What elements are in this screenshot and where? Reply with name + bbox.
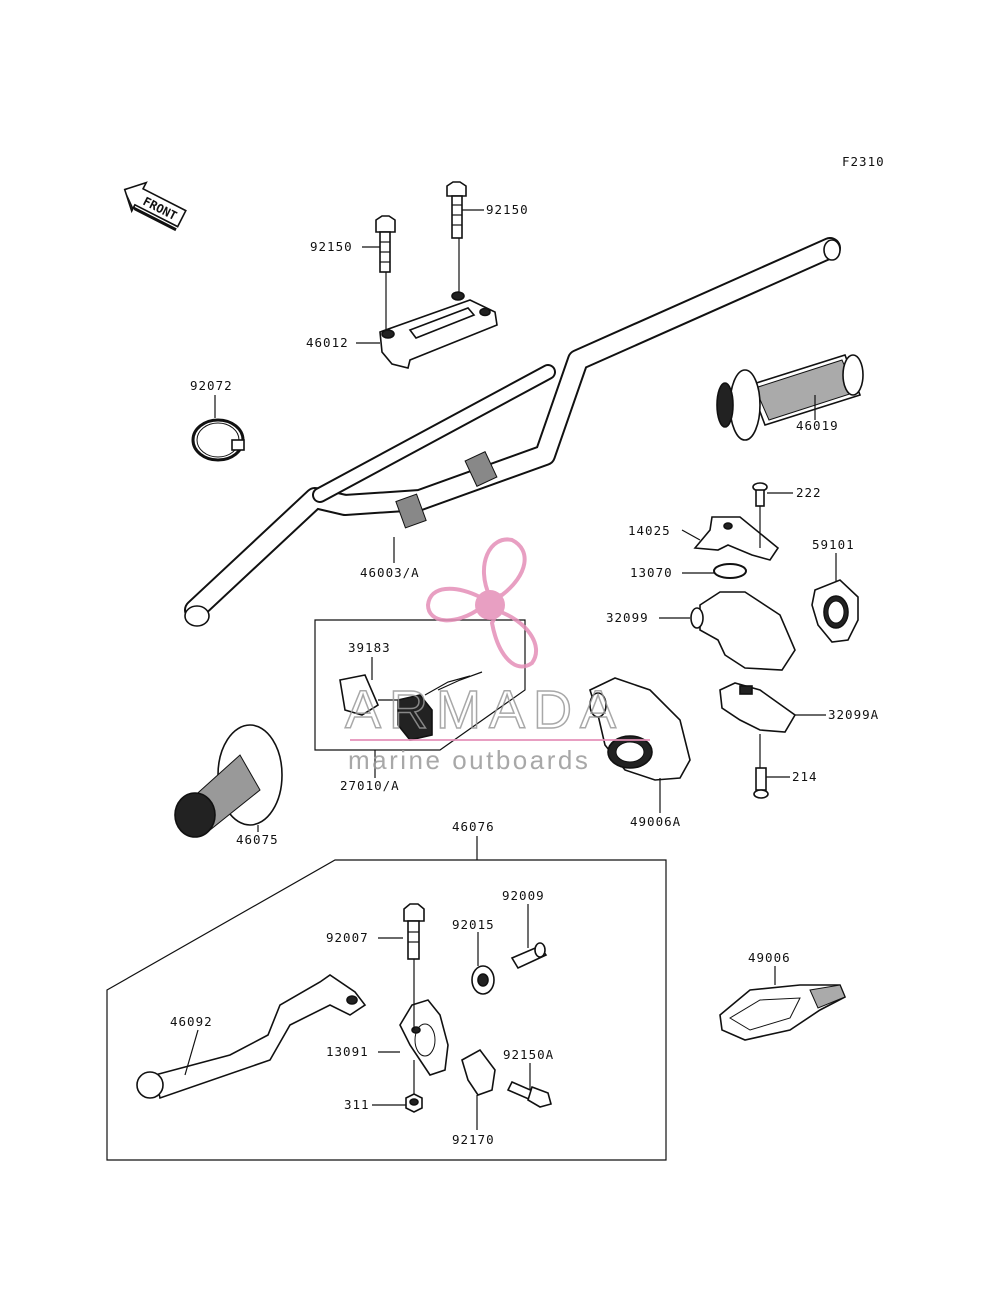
cover-59101 (811, 579, 859, 643)
lever-46092 (136, 974, 367, 1100)
label-59101: 59101 (812, 537, 855, 552)
label-92150-left: 92150 (310, 239, 353, 254)
watermark: ARMADA marine outboards (344, 537, 650, 775)
switch-39183 (339, 671, 483, 741)
band-92072 (191, 418, 245, 462)
label-92150A: 92150A (503, 1047, 554, 1062)
throttle-grip-46019 (716, 354, 864, 441)
label-46003A: 46003/A (360, 565, 420, 580)
adjuster-92015 (471, 965, 495, 995)
nut-311 (405, 1093, 423, 1113)
bolt-92150-left (375, 215, 396, 273)
clamp-92170 (461, 1048, 496, 1096)
leader-lines (184, 209, 837, 1130)
housing-32099A (719, 682, 797, 733)
label-14025: 14025 (628, 523, 671, 538)
bolt-92007 (403, 903, 425, 960)
label-92015: 92015 (452, 917, 495, 932)
propeller-logo-icon (425, 537, 539, 669)
label-222: 222 (796, 485, 822, 500)
ring-13070 (713, 563, 747, 579)
label-92150-right: 92150 (486, 202, 529, 217)
handlebar (184, 237, 841, 627)
label-49006A: 49006A (630, 814, 681, 829)
bolt-92150-right (446, 181, 467, 239)
label-311: 311 (344, 1097, 370, 1112)
label-39183: 39183 (348, 640, 391, 655)
plate-14025 (693, 516, 780, 561)
label-32099: 32099 (606, 610, 649, 625)
screw-222 (752, 482, 768, 507)
label-92007: 92007 (326, 930, 369, 945)
label-13070: 13070 (630, 565, 673, 580)
adjuster-92009 (510, 942, 548, 970)
front-arrow-icon: FRONT (123, 181, 187, 232)
lever-cover-49006 (719, 984, 847, 1041)
holder-13091 (399, 999, 449, 1076)
handlebar-clamp-46012 (379, 291, 498, 369)
label-46092: 46092 (170, 1014, 213, 1029)
label-46076: 46076 (452, 819, 495, 834)
label-49006: 49006 (748, 950, 791, 965)
watermark-title: ARMADA (345, 680, 624, 740)
label-13091: 13091 (326, 1044, 369, 1059)
label-46012: 46012 (306, 335, 349, 350)
label-46075: 46075 (236, 832, 279, 847)
lever-holder-49006A (589, 677, 691, 781)
label-32099A: 32099A (828, 707, 879, 722)
housing-32099 (690, 591, 796, 671)
figure-code: F2310 (842, 154, 885, 169)
part-labels: 92150 92150 46012 92072 46019 222 14025 … (170, 202, 879, 1147)
screw-214 (753, 767, 769, 799)
lever-assembly-frame (106, 859, 667, 1161)
watermark-subtitle: marine outboards (348, 745, 590, 775)
label-214: 214 (792, 769, 818, 784)
grip-46075 (174, 724, 283, 838)
label-92072: 92072 (190, 378, 233, 393)
label-92170: 92170 (452, 1132, 495, 1147)
label-46019: 46019 (796, 418, 839, 433)
label-27010A: 27010/A (340, 778, 400, 793)
label-92009: 92009 (502, 888, 545, 903)
bolt-92150A (506, 1080, 552, 1108)
